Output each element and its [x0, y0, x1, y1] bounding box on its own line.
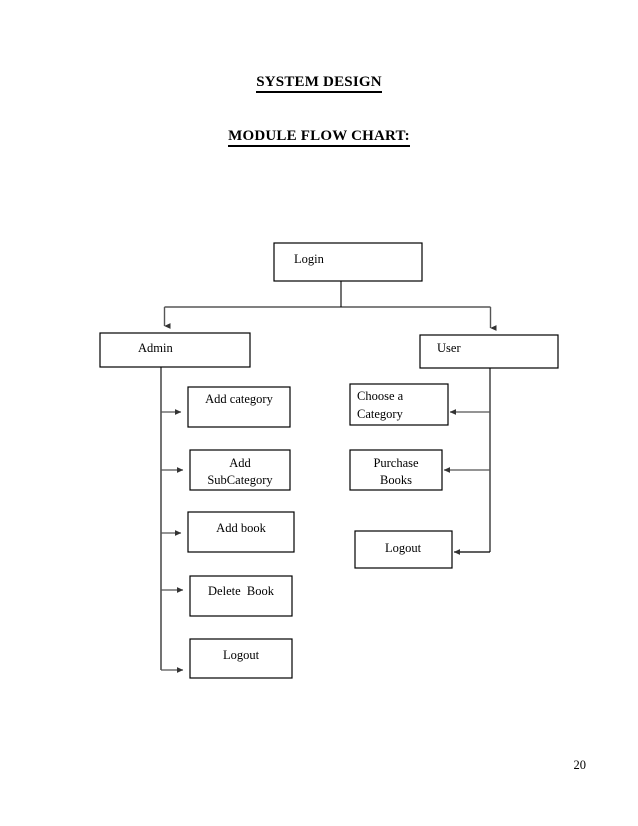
node-user-label: User — [437, 341, 461, 355]
page-title: SYSTEM DESIGN — [0, 74, 638, 93]
node-choose-category-label-line1: Choose a — [357, 389, 404, 403]
node-login[interactable]: Login — [273, 242, 423, 282]
node-purchase-books-label-line1: Purchase — [373, 456, 419, 470]
node-user-logout[interactable]: Logout — [354, 530, 453, 569]
node-user[interactable]: User — [419, 334, 559, 369]
node-add-book[interactable]: Add book — [187, 511, 295, 553]
node-user-logout-label: Logout — [385, 541, 422, 555]
node-add-category-label: Add category — [205, 392, 273, 406]
node-add-book-label: Add book — [216, 521, 266, 535]
section-title-text: MODULE FLOW CHART: — [228, 128, 410, 147]
node-admin-label: Admin — [138, 341, 173, 355]
node-admin-logout-label: Logout — [223, 648, 260, 662]
section-title: MODULE FLOW CHART: — [0, 128, 638, 147]
node-add-category[interactable]: Add category — [187, 386, 291, 428]
page-title-text: SYSTEM DESIGN — [256, 74, 382, 93]
node-add-subcategory[interactable]: Add SubCategory — [189, 449, 291, 491]
node-add-subcategory-label-line2: SubCategory — [207, 473, 273, 487]
node-purchase-books-label-line2: Books — [380, 473, 412, 487]
node-choose-category[interactable]: Choose a Category — [349, 383, 449, 426]
node-choose-category-label-line2: Category — [357, 407, 404, 421]
node-delete-book[interactable]: Delete Book — [189, 575, 293, 617]
page-number: 20 — [573, 758, 587, 772]
node-admin[interactable]: Admin — [99, 332, 251, 368]
node-add-subcategory-label-line1: Add — [229, 456, 251, 470]
node-admin-logout[interactable]: Logout — [189, 638, 293, 679]
connector-login-to-bus — [164, 281, 491, 308]
node-login-label: Login — [294, 252, 325, 266]
node-delete-book-label: Delete Book — [208, 584, 275, 598]
node-purchase-books[interactable]: Purchase Books — [349, 449, 443, 491]
